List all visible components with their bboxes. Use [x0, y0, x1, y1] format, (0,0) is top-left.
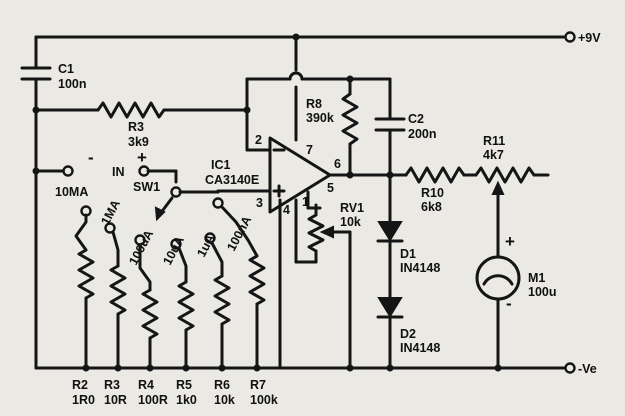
opamp-pin1: 1 [302, 195, 309, 209]
opamp-pin4: 4 [283, 203, 290, 217]
r7-ref: R7 [250, 378, 266, 392]
r3b-value: 10R [104, 393, 127, 407]
r10-ref: R10 [421, 186, 444, 200]
meter-minus: - [506, 294, 512, 313]
input-minus-terminal[interactable] [62, 165, 74, 177]
meter-m1 [475, 255, 521, 370]
input-terminals [32, 165, 178, 184]
m1-value: 100u [528, 285, 557, 299]
opamp-pin7: 7 [306, 143, 313, 157]
r8-ref: R8 [306, 97, 322, 111]
r5-ref: R5 [176, 378, 192, 392]
c1-value: 100n [58, 77, 87, 91]
range-10ma: 10MA [55, 185, 88, 199]
resistor-r3-3k9 [34, 101, 249, 119]
capacitor-c1 [20, 35, 52, 370]
range-1ma: 1MA [98, 198, 123, 228]
c2-ref: C2 [408, 112, 424, 126]
d1-ref: D1 [400, 247, 416, 261]
r11-value: 4k7 [483, 148, 504, 162]
r10-value: 6k8 [421, 200, 442, 214]
positive-terminal[interactable] [564, 31, 576, 43]
opamp-pin6: 6 [334, 157, 341, 171]
rv1-ref: RV1 [340, 201, 364, 215]
resistor-r8-390k [341, 75, 392, 179]
trimmer-rv1 [307, 203, 352, 370]
diode-d2 [376, 297, 404, 370]
diode-d1 [376, 173, 404, 300]
input-plus-label: + [137, 148, 147, 167]
positive-rail [34, 31, 576, 43]
m1-ref: M1 [528, 271, 545, 285]
c2-value: 200n [408, 127, 437, 141]
r4-value: 100R [138, 393, 168, 407]
capacitor-c2 [374, 77, 406, 179]
opamp-inverting-wire [243, 35, 352, 152]
sw1-ref: SW1 [133, 180, 160, 194]
meter-plus: + [505, 232, 515, 251]
r4-ref: R4 [138, 378, 154, 392]
rv1-value: 10k [340, 215, 361, 229]
negative-terminal[interactable] [564, 362, 576, 374]
r11-ref: R11 [483, 134, 505, 148]
r6-ref: R6 [214, 378, 230, 392]
resistor-r10-6k8 [404, 166, 478, 184]
c1-ref: C1 [58, 62, 74, 76]
r3-ref: R3 [128, 120, 144, 134]
r2-value: 1R0 [72, 393, 95, 407]
input-minus-label: - [88, 148, 94, 167]
opamp-ic1 [268, 136, 352, 370]
range-100na: 100nA [224, 214, 254, 254]
d2-ref: D2 [400, 327, 416, 341]
positive-supply-label: +9V [578, 31, 601, 45]
r3-value: 3k9 [128, 135, 149, 149]
negative-supply-label: -Ve [578, 362, 597, 376]
ic1-part: CA3140E [205, 173, 259, 187]
ic1-ref: IC1 [211, 158, 231, 172]
d2-part: IN4148 [400, 341, 440, 355]
shunt-resistors [74, 205, 266, 370]
opamp-pin2: 2 [255, 133, 262, 147]
r7-value: 100k [250, 393, 278, 407]
r6-value: 10k [214, 393, 235, 407]
r3b-ref: R3 [104, 378, 120, 392]
d1-part: IN4148 [400, 261, 440, 275]
opamp-pin3: 3 [256, 196, 263, 210]
r8-value: 390k [306, 111, 334, 125]
switch-sw1[interactable] [154, 186, 272, 222]
r2-ref: R2 [72, 378, 88, 392]
r5-value: 1k0 [176, 393, 197, 407]
opamp-pin5: 5 [327, 181, 334, 195]
resistor-r11-4k7 [474, 166, 550, 258]
input-label: IN [112, 165, 125, 179]
